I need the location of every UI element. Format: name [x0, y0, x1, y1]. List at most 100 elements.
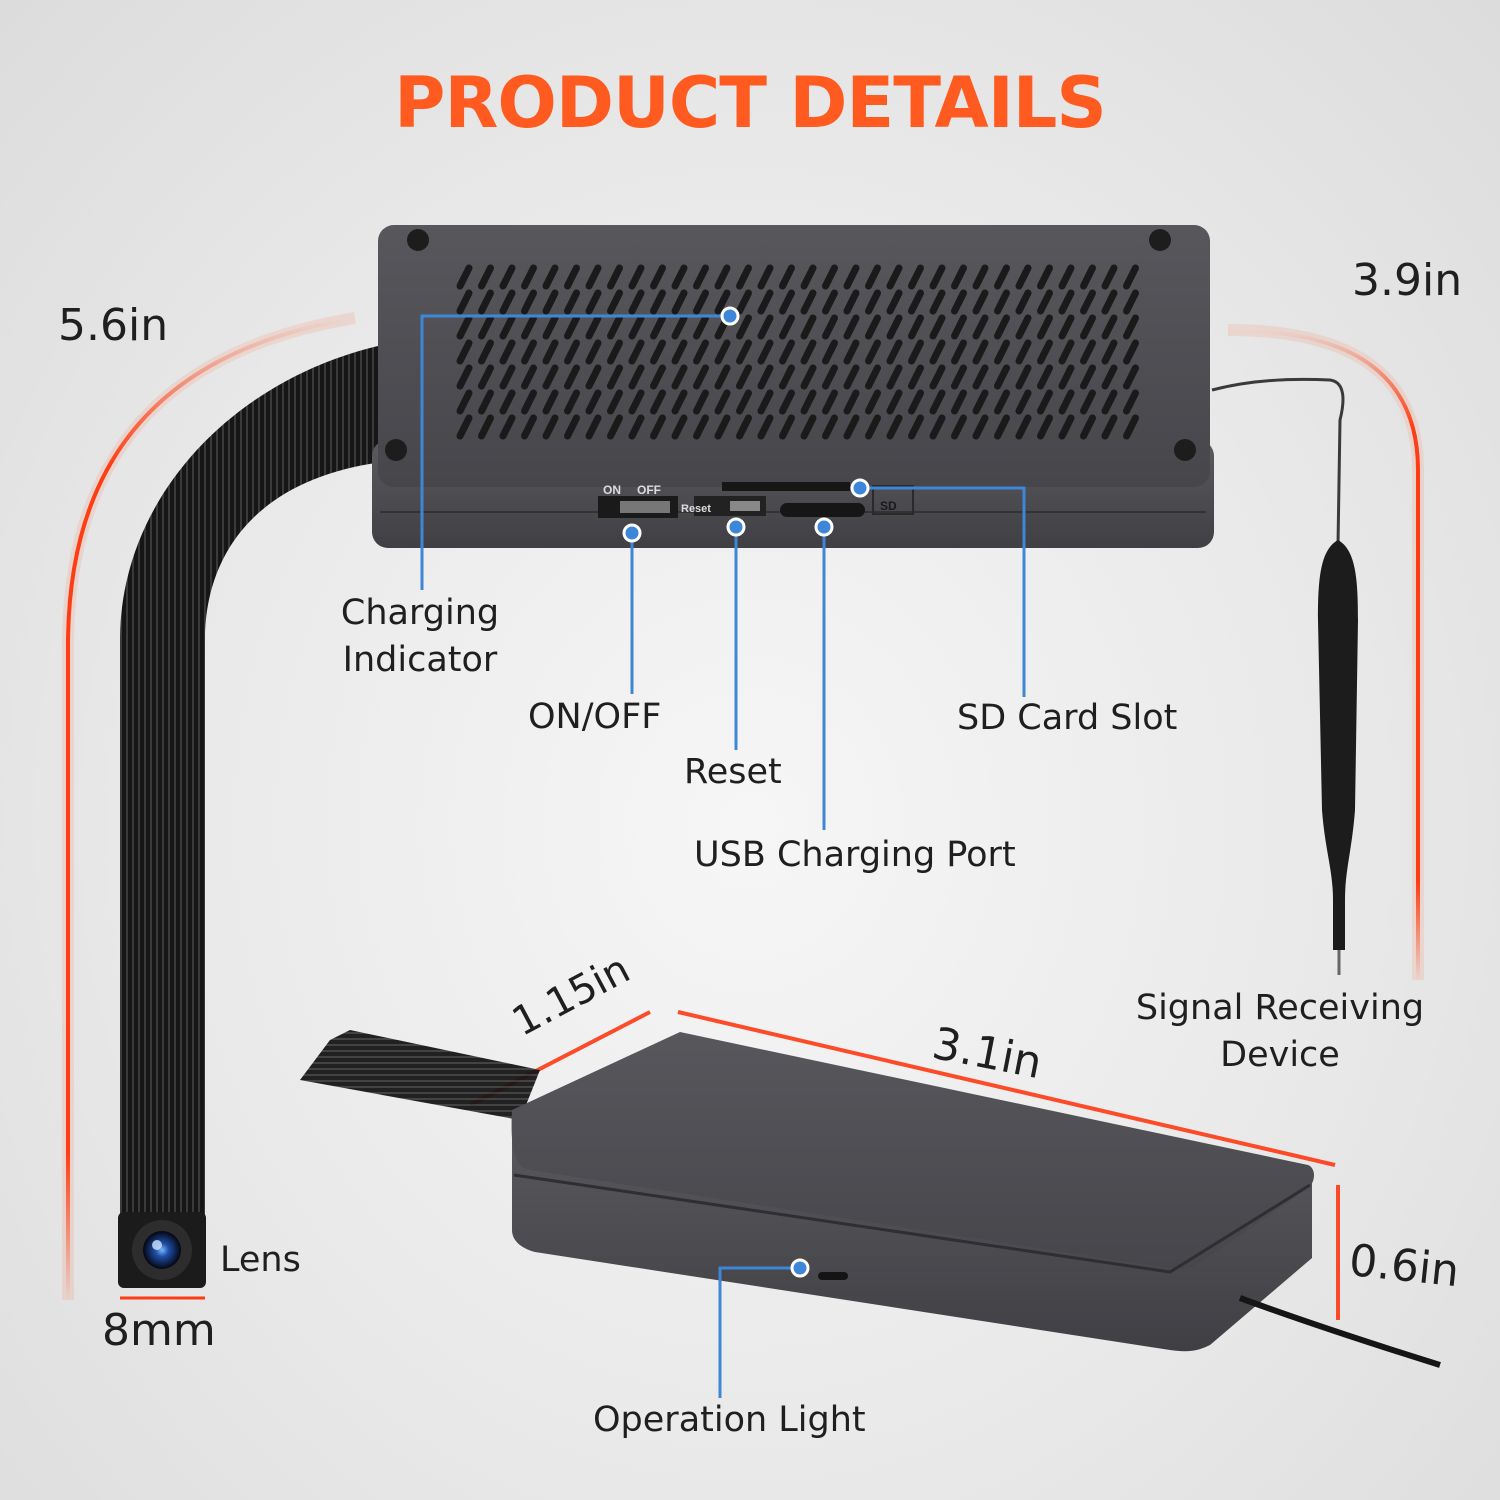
vent-slot [714, 339, 731, 365]
vent-slot [865, 339, 881, 365]
antenna-length-label: 3.9in [1352, 255, 1463, 306]
vent-slot [779, 414, 795, 440]
cable-length-dimension-line [66, 316, 356, 1300]
vent-slot [1037, 264, 1053, 290]
vent-slot [951, 389, 967, 415]
vent-slot [456, 314, 473, 340]
ribbon-cable [120, 345, 382, 1225]
vent-slot [951, 364, 967, 390]
vent-slot [972, 364, 989, 390]
vent-slot [736, 314, 752, 340]
vent-slot [972, 264, 989, 290]
vent-slot [521, 339, 537, 365]
vent-slot [714, 364, 731, 390]
vent-slot [800, 264, 817, 290]
vent-slot [822, 389, 838, 415]
vent-slot [779, 364, 795, 390]
vent-slot [564, 314, 580, 340]
vent-slot [1058, 264, 1075, 290]
signal-receiving-device-label: Signal Receiving Device [1135, 988, 1425, 1075]
vent-slot [714, 264, 731, 290]
vent-slot [1058, 289, 1075, 315]
vent-slot [779, 339, 795, 365]
vent-slot [456, 339, 473, 365]
vent-slot [1123, 414, 1139, 440]
vent-slot [1101, 389, 1118, 415]
vent-slot [1080, 339, 1096, 365]
vent-slot [671, 339, 688, 365]
vent-slot [800, 364, 817, 390]
vent-slot [478, 389, 494, 415]
vent-slot [1080, 414, 1096, 440]
vent-slot [564, 264, 580, 290]
vent-slot [542, 264, 559, 290]
vent-slot [1123, 264, 1139, 290]
vent-slot [521, 264, 537, 290]
vent-slot [1037, 364, 1053, 390]
svg-text:Reset: Reset [681, 503, 711, 515]
vent-slot [929, 339, 946, 365]
vent-slot [671, 389, 688, 415]
vent-slot [1080, 289, 1096, 315]
vent-slot [564, 364, 580, 390]
vent-slot [1015, 264, 1032, 290]
vent-slot [671, 289, 688, 315]
sd-slot-leader [860, 486, 1026, 697]
power-cable [1238, 1295, 1441, 1368]
vent-slot [564, 289, 580, 315]
vent-slot [736, 414, 752, 440]
vent-slot [478, 339, 494, 365]
vent-slot [478, 364, 494, 390]
vent-slot [1123, 339, 1139, 365]
vent-slot [628, 314, 645, 340]
vent-slot [800, 389, 817, 415]
vent-slot [1123, 314, 1139, 340]
vent-slot [456, 389, 473, 415]
operation-light-led [818, 1272, 848, 1280]
vent-slot [865, 414, 881, 440]
vent-slot [585, 339, 602, 365]
vent-slot [499, 289, 516, 315]
vent-slot [1015, 339, 1032, 365]
vent-slot [585, 289, 602, 315]
vent-slot [1058, 339, 1075, 365]
vent-slot [843, 314, 860, 340]
vent-slot [886, 364, 903, 390]
vent-slot [693, 264, 709, 290]
vent-slot [564, 389, 580, 415]
operation-light-label: Operation Light [593, 1400, 866, 1440]
vent-slot [650, 364, 666, 390]
vent-slot [929, 364, 946, 390]
vent-slot [757, 364, 774, 390]
signal-receiving-device [1318, 540, 1358, 950]
vent-slot [693, 339, 709, 365]
vent-slot [908, 264, 924, 290]
vent-slot [478, 289, 494, 315]
vent-slot [822, 289, 838, 315]
vent-slot [865, 364, 881, 390]
vent-slot [736, 264, 752, 290]
vent-slot [800, 339, 817, 365]
svg-text:ON: ON [603, 483, 621, 497]
length-dimension-line [677, 1010, 1336, 1167]
vent-slot [994, 389, 1010, 415]
vent-slot [671, 364, 688, 390]
device-top-view: ON OFF Reset SD [372, 225, 1214, 548]
vent-slot [994, 289, 1010, 315]
vent-slot [714, 289, 731, 315]
vent-slot [1101, 339, 1118, 365]
vent-slot [499, 339, 516, 365]
vent-slot [542, 314, 559, 340]
vent-slot [994, 314, 1010, 340]
vent-slot [478, 314, 494, 340]
vent-slot [972, 314, 989, 340]
vent-slot [951, 264, 967, 290]
ribbon-cable-bottom [300, 1030, 540, 1120]
vent-slot [994, 364, 1010, 390]
vent-slot [1037, 389, 1053, 415]
vent-slot [1058, 364, 1075, 390]
vent-slot [521, 364, 537, 390]
operation-light-leader [718, 1266, 800, 1398]
vent-slot [693, 414, 709, 440]
